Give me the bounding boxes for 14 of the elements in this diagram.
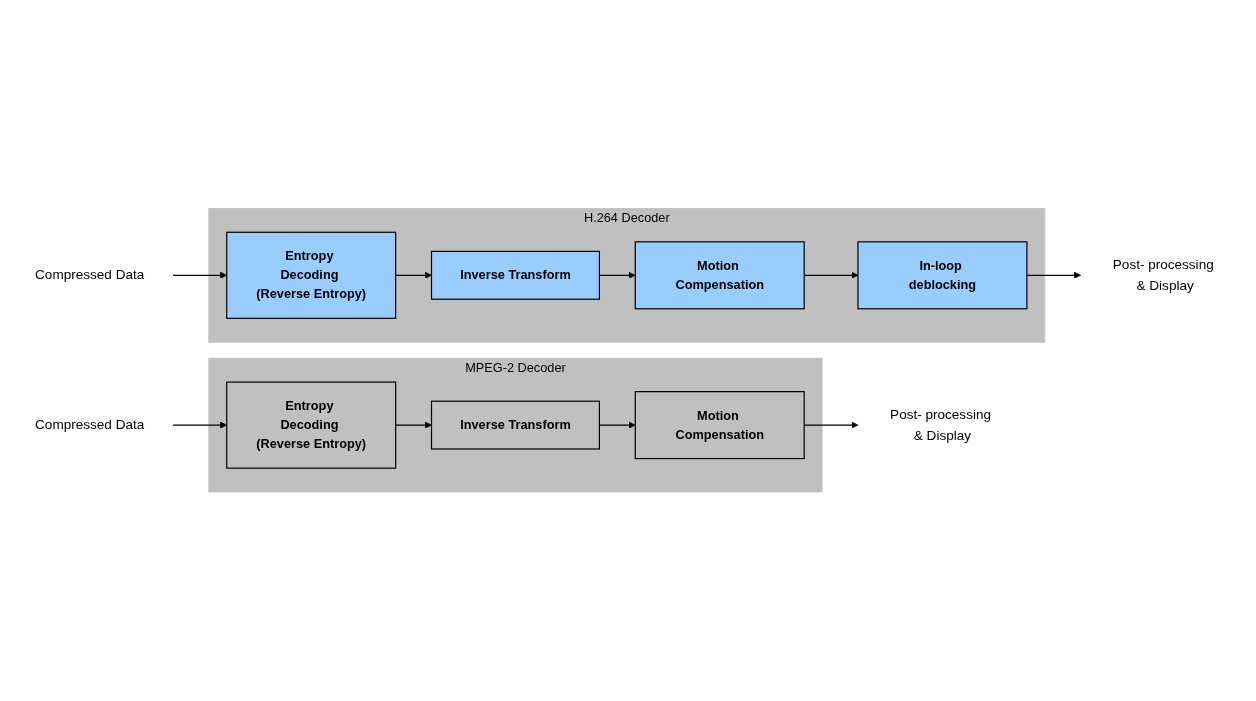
node-text: Compressed Data xyxy=(35,417,145,433)
node-box: Motion Compensation xyxy=(634,391,805,460)
node-box: Entropy Decoding (Reverse Entropy) xyxy=(226,381,397,470)
node-box: Inverse Transform xyxy=(430,251,600,301)
node-box: Motion Compensation xyxy=(634,241,805,310)
node-box: Entropy Decoding (Reverse Entropy) xyxy=(226,231,397,320)
node-box: In-loop deblocking xyxy=(857,241,1028,310)
arrow xyxy=(1026,272,1081,280)
node-box: Inverse Transform xyxy=(430,400,600,450)
arrow xyxy=(395,421,432,429)
node-text: Post- processing & Display xyxy=(1112,257,1214,294)
arrow xyxy=(395,272,432,280)
node-text: Compressed Data xyxy=(35,267,145,283)
node-text: Post- processing & Display xyxy=(890,407,991,443)
